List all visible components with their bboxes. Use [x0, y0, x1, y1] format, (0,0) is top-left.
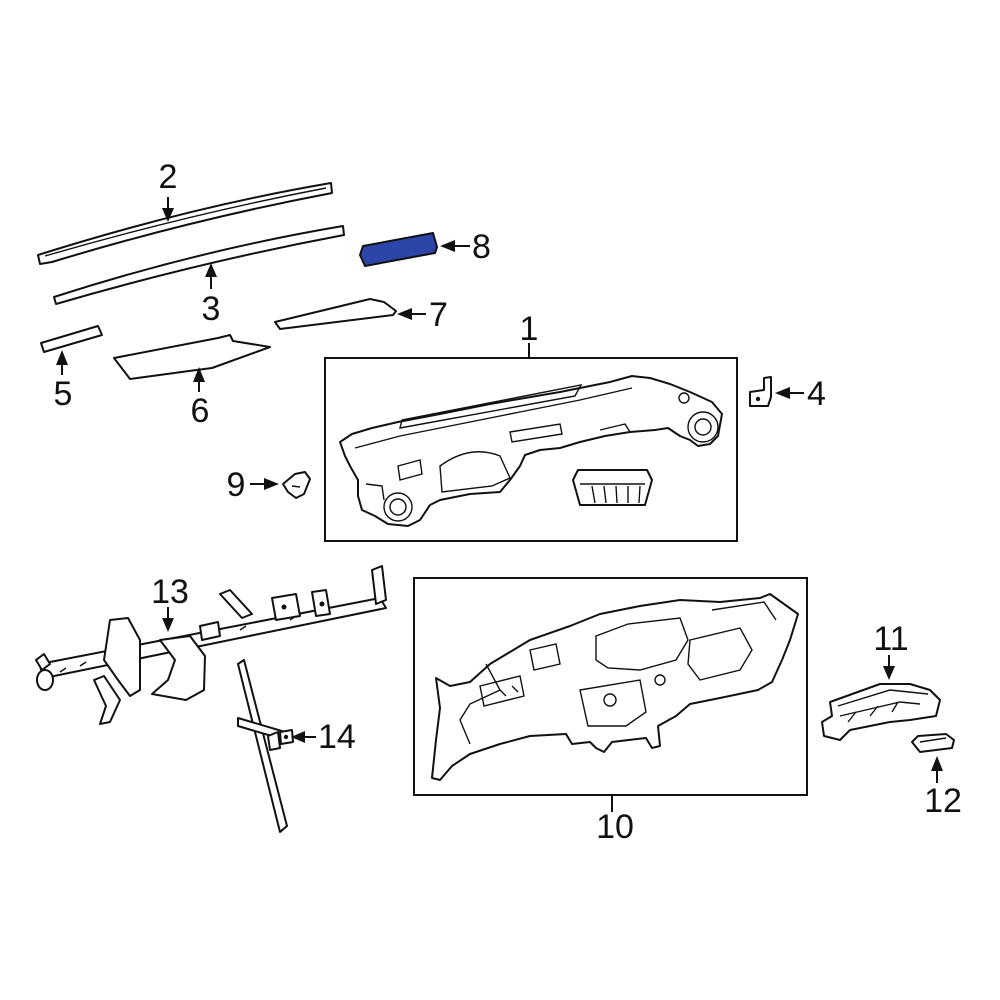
callout-labels: 2 3 8 7 5 6 1 4 9 13 14 10 11 12 [54, 158, 962, 846]
part-7-trim-panel[interactable] [274, 298, 397, 330]
part-14-brace[interactable] [237, 659, 294, 833]
callout-14: 14 [318, 718, 356, 756]
part-11-glovebox-frame[interactable] [821, 683, 941, 741]
part-8-panel-highlighted[interactable] [359, 232, 438, 267]
callout-5: 5 [54, 375, 73, 413]
part-1-box [324, 357, 738, 542]
callout-11: 11 [873, 620, 908, 658]
callout-10: 10 [596, 808, 634, 846]
callout-2: 2 [159, 158, 178, 196]
callout-3: 3 [202, 290, 221, 328]
part-12-clip[interactable] [911, 733, 955, 753]
part-13-reinforcement[interactable] [35, 565, 387, 725]
callout-9: 9 [227, 466, 246, 504]
part-10-panel-substrate[interactable] [431, 593, 799, 781]
callout-4: 4 [807, 375, 826, 413]
callout-1: 1 [520, 310, 539, 348]
part-1-instrument-panel[interactable] [339, 375, 723, 527]
callout-8: 8 [472, 228, 491, 266]
part-1-vent[interactable] [572, 469, 653, 506]
leader-lines [56, 197, 943, 812]
callout-7: 7 [429, 296, 448, 334]
callout-12: 12 [924, 782, 962, 820]
part-9-cover[interactable] [282, 471, 311, 499]
part-6-side-panel[interactable] [113, 334, 271, 380]
part-5-end-trim[interactable] [40, 325, 103, 353]
part-3-trim-strip[interactable] [53, 225, 345, 305]
callout-13: 13 [151, 573, 189, 611]
callout-6: 6 [191, 392, 210, 430]
part-10-box [413, 577, 808, 796]
part-4-bracket[interactable] [749, 376, 772, 407]
part-2-trim-strip[interactable] [37, 182, 333, 265]
